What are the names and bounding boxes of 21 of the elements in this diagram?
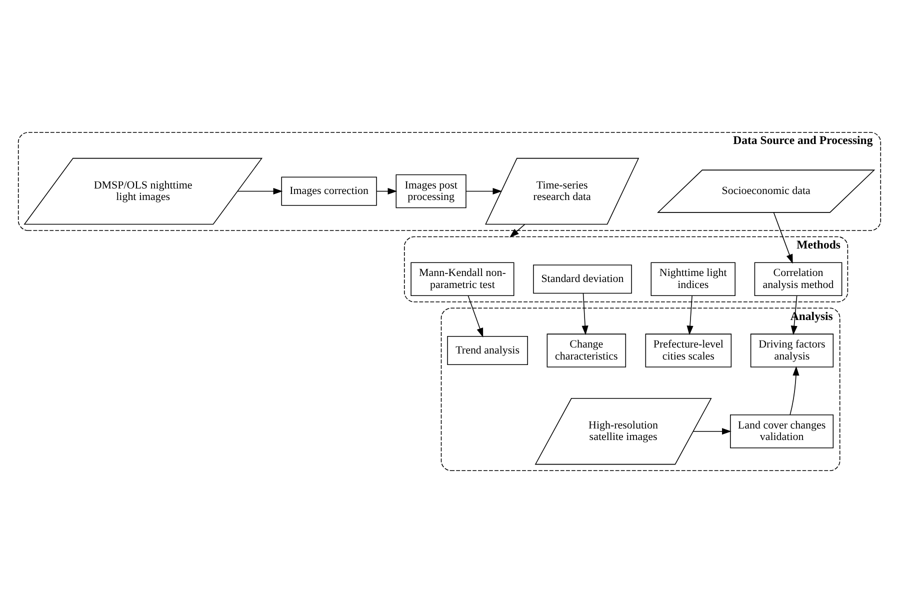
node-box: Mann-Kendall non-parametric test xyxy=(410,262,514,296)
arrow xyxy=(686,294,694,335)
node-box: Images post processing xyxy=(396,174,466,208)
node-box: Land cover changes validation xyxy=(730,414,834,448)
node-box: Images correction xyxy=(281,176,377,206)
node-box: Standard deviation xyxy=(533,264,632,294)
arrow xyxy=(466,187,502,194)
arrow xyxy=(692,428,732,434)
arrow xyxy=(468,294,484,337)
node-box: Correlation analysis method xyxy=(754,262,842,296)
arrow xyxy=(790,366,800,415)
node-box: Driving factors analysis xyxy=(750,333,834,367)
node-box: Trend analysis xyxy=(447,336,528,365)
arrow xyxy=(510,224,526,238)
arrow xyxy=(237,187,283,194)
arrow xyxy=(773,212,793,264)
arrow xyxy=(376,187,398,194)
node-box: Nighttime light indices xyxy=(650,262,736,296)
node-box: Change characteristics xyxy=(546,333,626,367)
arrow xyxy=(582,292,588,335)
node-box: Prefecture-level cities scales xyxy=(645,333,732,367)
